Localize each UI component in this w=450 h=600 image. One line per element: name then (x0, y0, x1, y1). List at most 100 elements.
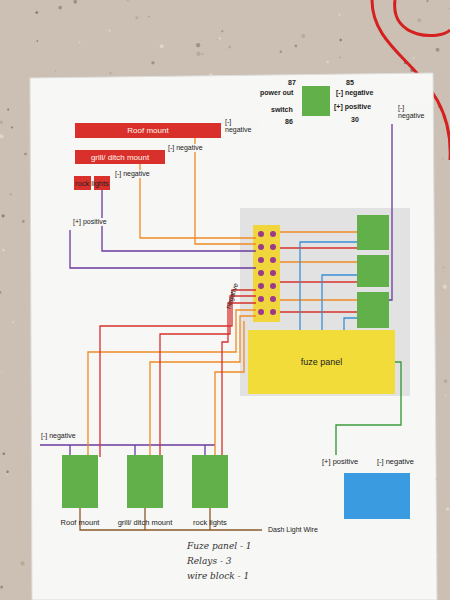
speckle (11, 127, 13, 129)
speckle (24, 153, 27, 156)
wire-block (253, 225, 280, 322)
battery-body (344, 473, 410, 519)
handwritten-note: Fuze panel - 1 (186, 541, 253, 551)
wire-label: Dash Light Wire (267, 526, 319, 534)
speckle (135, 16, 138, 19)
pin-name: [+] positive (333, 103, 372, 111)
speckle (79, 41, 81, 43)
pin-number: 85 (345, 79, 355, 87)
switch-body (192, 455, 228, 508)
node-label: grill/ ditch mount (91, 153, 149, 162)
speckle (2, 214, 5, 217)
wire (160, 296, 256, 457)
terminal-dot (258, 244, 264, 250)
speckle (109, 72, 111, 74)
speckle (36, 40, 38, 42)
speckle (0, 121, 3, 124)
speckle (301, 34, 305, 38)
node-label: rock lights (75, 179, 109, 188)
wire (100, 290, 256, 457)
node-label: rock lights (193, 518, 227, 527)
node-label: Roof mount (127, 126, 168, 135)
terminal-label: [-] negative (377, 455, 414, 466)
terminal-dot (258, 231, 264, 237)
speckle (294, 45, 297, 48)
light-bar: grill/ ditch mount (75, 150, 165, 164)
speckle (109, 29, 111, 31)
speckle (339, 39, 341, 41)
wire (280, 311, 357, 312)
wire (140, 163, 256, 238)
speckle (202, 53, 203, 54)
wire (280, 261, 357, 262)
wire (280, 299, 357, 300)
handwritten-note: wire block - 1 (186, 571, 250, 581)
speckle (196, 51, 200, 55)
relay-legend-box (302, 86, 330, 116)
speckle (221, 30, 223, 32)
speckle (413, 57, 415, 59)
terminal-dot (270, 244, 276, 250)
terminal-dot (270, 231, 276, 237)
switch-body (62, 455, 98, 508)
wire (80, 508, 262, 530)
speckle (10, 193, 12, 195)
mount-panel (240, 208, 410, 396)
speckle (58, 6, 62, 10)
terminal-dot (258, 283, 264, 289)
node-label: fuze panel (301, 357, 343, 367)
speckle (436, 48, 440, 52)
speckle (2, 452, 5, 455)
wire (344, 318, 357, 330)
wire (195, 138, 256, 244)
pin-name: [-] negative (335, 89, 374, 97)
speckle (160, 44, 164, 48)
toggle-switch: grill/ ditch mount (115, 455, 176, 527)
speckle (22, 220, 25, 223)
speckle (217, 39, 219, 41)
terminal-dot (258, 270, 264, 276)
speckle (6, 470, 9, 473)
pin-number: 30 (350, 116, 360, 124)
terminal-dot (258, 257, 264, 263)
pin-number: 86 (284, 118, 294, 126)
speckle (151, 61, 154, 64)
speckle (6, 474, 7, 475)
speckle (339, 56, 341, 58)
pin-name: switch (270, 106, 294, 114)
light-bar: Roof mount (75, 123, 221, 138)
ground-label: [-] negative (40, 432, 77, 440)
ground-label: [-] negative (167, 144, 204, 152)
ground-label: [-] negative (224, 118, 258, 134)
speckle (449, 8, 450, 9)
terminal-dot (270, 309, 276, 315)
light-bar: rock lights (72, 176, 112, 190)
wire (88, 310, 256, 457)
speckle (7, 109, 9, 111)
speckle (196, 43, 200, 47)
speckle (0, 134, 4, 138)
wire (280, 247, 357, 248)
speckle (35, 11, 38, 14)
wire (40, 444, 215, 445)
handwritten-note: Relays - 3 (186, 556, 233, 566)
speckle (126, 0, 129, 1)
node-label: grill/ ditch mount (118, 518, 173, 527)
speckle (55, 70, 57, 72)
wire (389, 124, 392, 300)
speckle (445, 394, 447, 396)
wire (102, 190, 256, 251)
speckle (338, 14, 340, 16)
battery: [+] positive[-] negative (322, 455, 414, 519)
wire (300, 242, 357, 330)
terminal-dot (258, 309, 264, 315)
speckle (326, 61, 329, 64)
speckle (280, 51, 282, 53)
speckle (443, 266, 445, 268)
speckle (228, 45, 231, 48)
terminal-dot (270, 257, 276, 263)
speckle (444, 379, 448, 383)
relay (357, 255, 389, 287)
ground-label: [-] negative (114, 170, 151, 178)
speckle (0, 291, 1, 294)
